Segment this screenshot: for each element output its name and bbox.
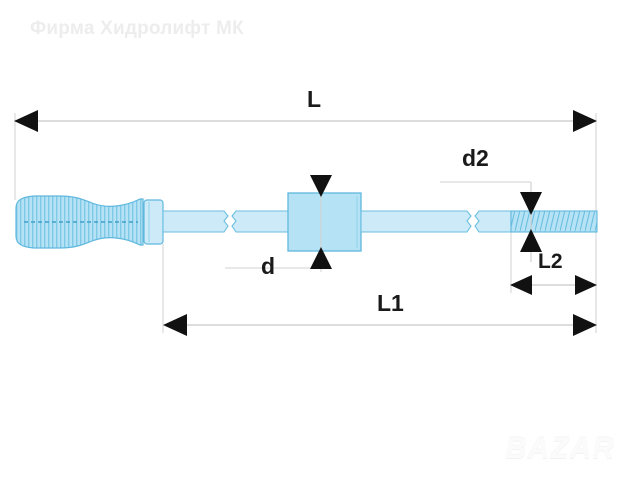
dimension-label-d: d [261,253,276,279]
handle-group [15,195,144,249]
dimension-L [14,110,597,132]
handle-body [15,195,144,249]
threaded-end [510,210,598,233]
center-block-group [287,192,362,252]
arrow-d-bottom [310,247,332,269]
arrow-d2-bottom [520,229,542,252]
watermark-company-name: Фирма Хидролифт МК [30,18,244,39]
shaft-segment-a [162,210,229,233]
threaded-end-group [510,210,598,233]
arrow-L2-left [510,275,532,295]
ferrule-collar [143,199,164,245]
dimension-d2 [520,182,542,262]
dimension-d [310,175,332,269]
arrow-L1-right [573,314,597,336]
shaft-segment-b [231,210,291,233]
arrow-d2-top [520,192,542,215]
shaft-segment-c [360,210,472,233]
dimension-label-L1: L1 [377,290,404,316]
shaft-left-group [162,210,291,233]
arrow-L-right [573,110,597,132]
dimension-label-d2: d2 [462,145,489,171]
dimension-label-L: L [307,86,322,112]
center-block [287,192,362,252]
arrow-d-top [310,175,332,197]
watermark-bazar: BAZAR [505,432,615,465]
dimension-L2 [510,275,597,295]
ferrule-group [143,199,164,245]
dimension-L1 [163,314,597,336]
shaft-right-group [360,210,512,233]
arrow-L1-left [163,314,187,336]
shaft-segment-d [474,210,512,233]
dimension-label-L2: L2 [538,250,563,273]
arrow-L-left [14,110,38,132]
arrow-L2-right [575,275,597,295]
